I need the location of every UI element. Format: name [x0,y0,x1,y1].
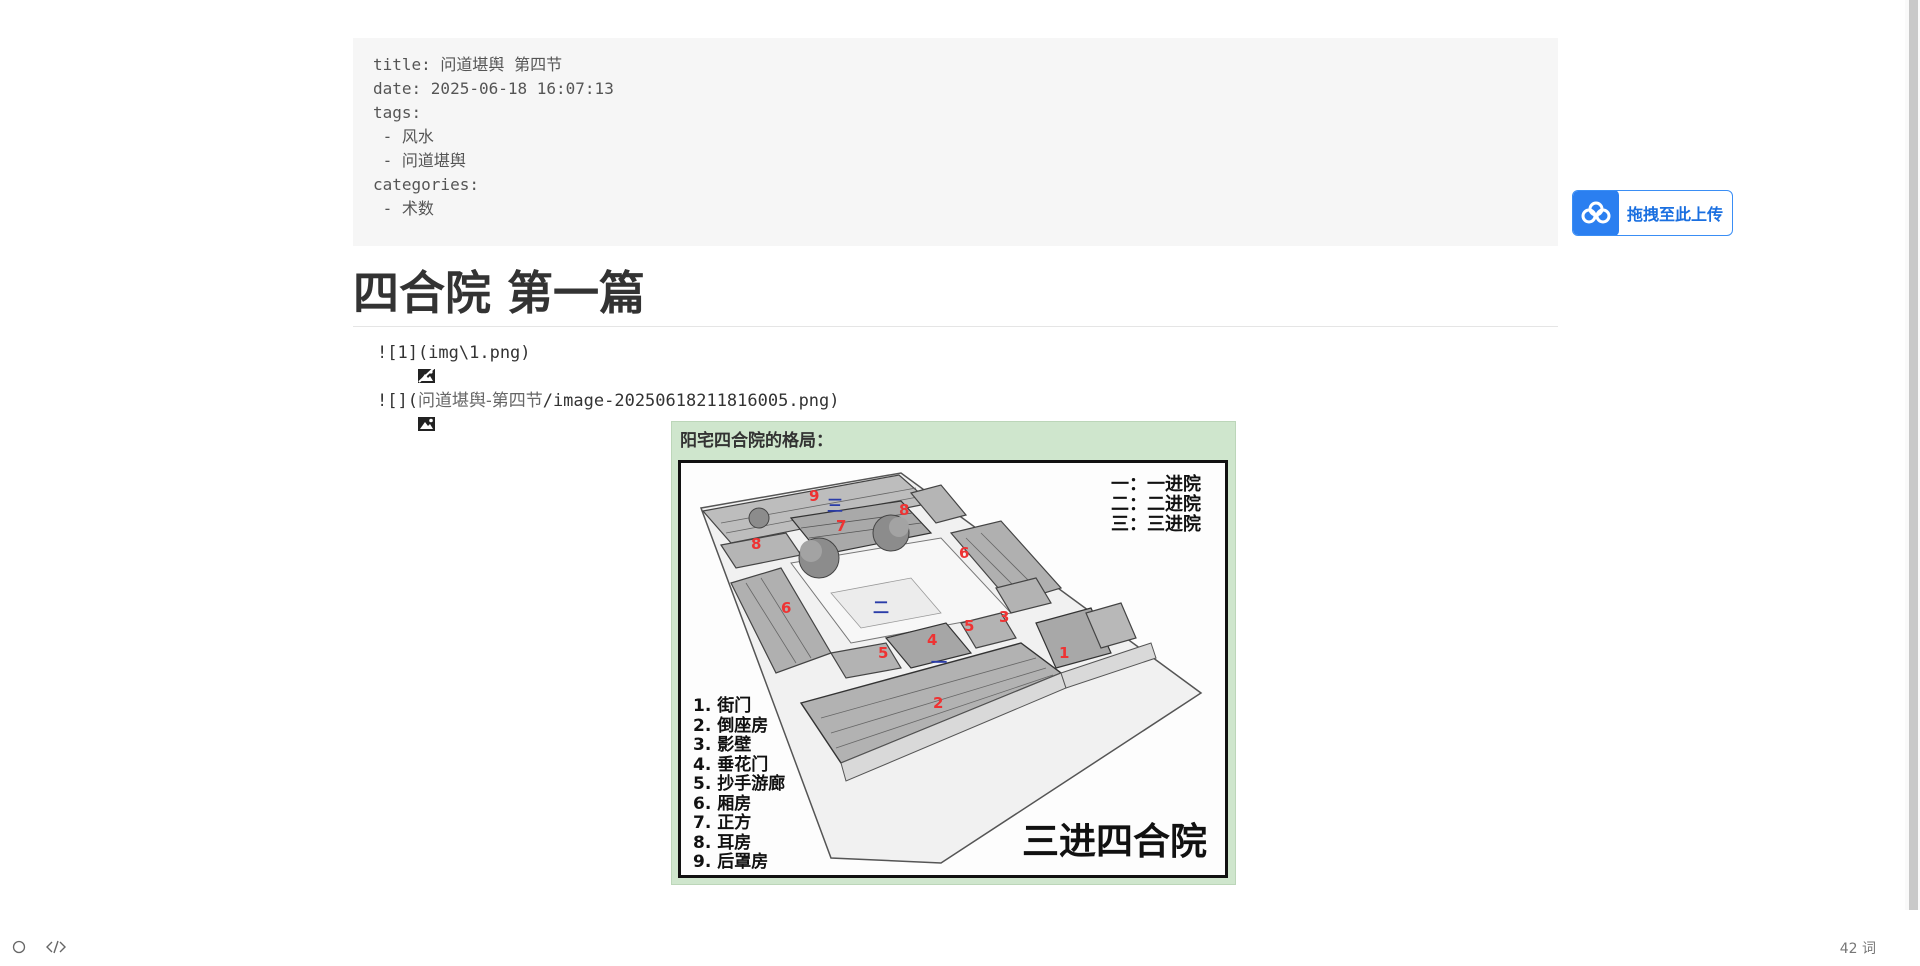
upload-label: 拖拽至此上传 [1627,205,1724,224]
image-icon [356,392,436,431]
image-ref-prefix: ![]( [377,391,418,411]
image-ref-text: ![1](img\1.png) [377,343,531,363]
image-ref-folder: 问道堪舆-第四节 [417,391,543,411]
source-code-icon[interactable] [45,936,67,958]
front-matter-line: categories: [373,175,479,194]
editor-content[interactable]: title: 问道堪舆 第四节 date: 2025-06-18 16:07:1… [0,0,1905,908]
courtyard-drawing: 9 8 7 8 6 6 3 5 4 5 1 2 三 二 一 [699,472,1203,864]
building-number: 4 [927,631,937,649]
legend-entry: 2. 倒座房 [693,715,769,736]
image-ref-suffix: /image-20250618211816005.png) [542,391,840,411]
word-count[interactable]: 42 词 [1839,941,1876,957]
courtyard-marker: 一 [931,653,947,672]
building-number: 9 [809,487,819,505]
building-number: 6 [781,599,791,617]
scrollbar[interactable] [1905,0,1920,910]
legend-entry: 三：三进院 [1111,514,1201,535]
front-matter-line: title: 问道堪舆 第四节 [373,55,563,74]
building-number: 8 [751,535,761,553]
courtyard-legend: 一：一进院 二：二进院 三：三进院 [1111,475,1201,535]
legend-entry: 5. 抄手游廊 [693,774,786,794]
building-number: 8 [899,501,909,519]
legend-entry: 4. 垂花门 [693,754,769,775]
legend-entry: 6. 厢房 [693,793,752,814]
building-number: 7 [836,517,846,535]
front-matter-block[interactable]: title: 问道堪舆 第四节 date: 2025-06-18 16:07:1… [353,38,1558,246]
courtyard-figure[interactable]: 阳宅四合院的格局： [671,421,1236,885]
building-number: 5 [878,644,888,662]
legend-entry: 7. 正方 [693,813,752,833]
page-heading[interactable]: 四合院 第一篇 [353,262,1558,327]
front-matter-line: - 问道堪舆 [373,151,466,170]
front-matter-line: tags: [373,103,422,122]
building-number: 6 [959,544,969,562]
legend-entry: 一：一进院 [1111,474,1201,495]
building-number: 1 [1059,644,1069,662]
cloud-icon [1573,191,1619,235]
building-legend: 1. 街门 2. 倒座房 3. 影壁 4. 垂花门 5. 抄手游廊 6. 厢房 … [693,696,786,873]
legend-entry: 二：二进院 [1111,494,1201,515]
scrollbar-thumb[interactable] [1909,0,1918,910]
front-matter-line: - 风水 [373,127,434,146]
status-bar: 42 词 [0,930,1920,966]
front-matter-line: date: 2025-06-18 16:07:13 [373,79,614,98]
legend-entry: 9. 后罩房 [693,852,769,872]
figure-caption: 三进四合院 [1022,820,1207,863]
figure-title: 阳宅四合院的格局： [680,431,833,451]
legend-entry: 3. 影壁 [693,735,752,755]
building-number: 3 [999,608,1009,626]
outline-toggle-icon[interactable] [8,936,30,958]
drag-upload-button[interactable]: 拖拽至此上传 [1572,190,1733,236]
courtyard-marker: 三 [827,496,843,515]
courtyard-marker: 二 [873,598,889,617]
building-number: 2 [933,694,943,712]
legend-entry: 8. 耳房 [693,832,752,853]
figure-frame: 9 8 7 8 6 6 3 5 4 5 1 2 三 二 一 [678,460,1228,878]
front-matter-line: - 术数 [373,199,434,218]
building-number: 5 [964,617,974,635]
broken-image-icon [356,344,436,383]
image-ref-line-2[interactable]: ![](问道堪舆-第四节/image-20250618211816005.png… [356,390,840,431]
image-ref-line-1[interactable]: ![1](img\1.png) [356,342,531,383]
legend-entry: 1. 街门 [693,696,752,716]
